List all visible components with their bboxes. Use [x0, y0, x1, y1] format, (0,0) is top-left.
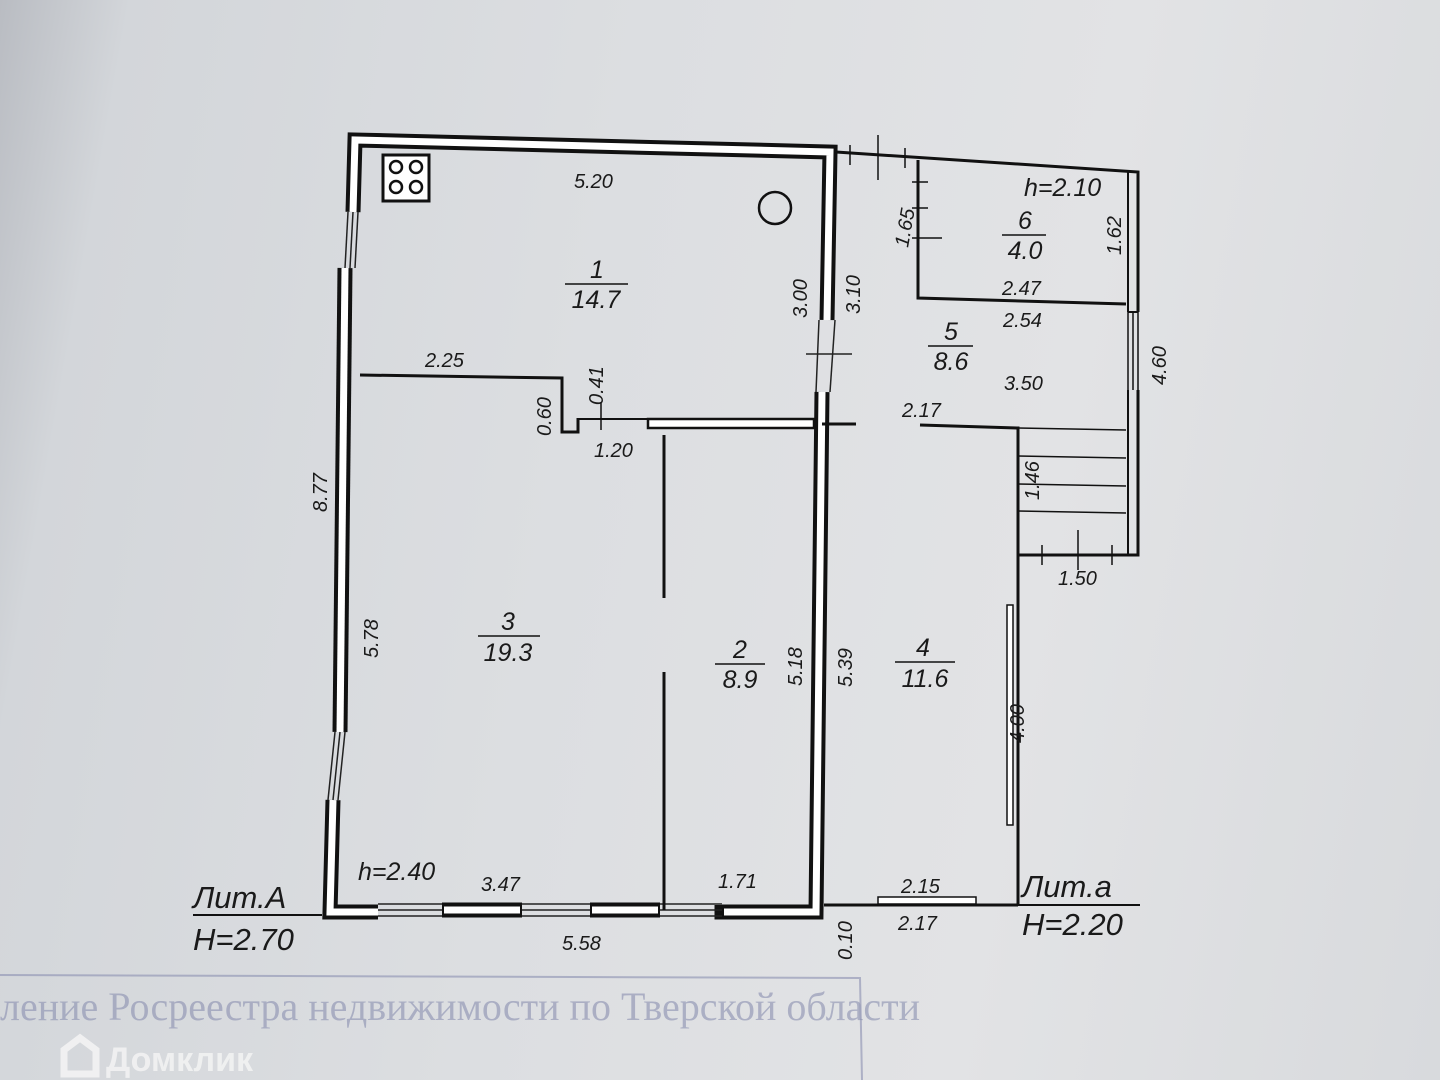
dim-label: 0.41 — [586, 366, 608, 405]
room-number: 5 — [944, 318, 958, 346]
dim-label: 1.65 — [891, 206, 920, 249]
dim-label: 0.10 — [835, 921, 857, 960]
dim-label: 1.46 — [1022, 460, 1044, 500]
dim-label: 5.39 — [835, 648, 857, 687]
dim-label: 2.54 — [1002, 310, 1042, 332]
room-2: 28.9 — [715, 636, 765, 694]
literal-extension: Лит.а H=2.20 — [1018, 869, 1140, 942]
domclick-logo-icon — [60, 1033, 100, 1078]
room-area: 19.3 — [484, 639, 533, 667]
dim-label: 4.00 — [1007, 704, 1029, 743]
dim-label: 5.18 — [785, 647, 807, 686]
interior-partitions — [359, 373, 856, 910]
dim-label: 8.77 — [310, 472, 332, 512]
literal-label: Лит.А — [191, 880, 286, 915]
domclick-watermark: Домклик — [60, 1033, 254, 1079]
dim-label: 2.47 — [1001, 278, 1042, 300]
dim-label: 5.58 — [562, 933, 601, 955]
dim-label: 2.15 — [900, 876, 941, 898]
room-area: 4.0 — [1008, 237, 1043, 265]
room-5: 58.6 — [928, 318, 973, 376]
room-4: 411.6 — [895, 634, 955, 693]
literal-height: H=2.70 — [193, 922, 294, 957]
room-area: 8.9 — [723, 666, 758, 694]
dim-label: 2.17 — [901, 400, 942, 422]
room-number: 1 — [590, 256, 604, 284]
dim-label: 4.60 — [1149, 346, 1171, 385]
room-area: 11.6 — [902, 665, 949, 693]
dim-label: 3.00 — [790, 279, 812, 318]
height-label: h=2.10 — [1024, 174, 1101, 202]
room-number: 4 — [916, 634, 930, 662]
room-area: 14.7 — [572, 286, 622, 314]
extension-walls — [824, 135, 1140, 907]
literal-label: Лит.а — [1020, 869, 1112, 904]
dim-label: 2.25 — [424, 350, 465, 372]
literal-height: H=2.20 — [1022, 907, 1123, 942]
dim-label: 1.20 — [594, 440, 633, 462]
room-number: 2 — [732, 636, 747, 664]
official-stamp: ление Росреестра недвижимости по Тверско… — [0, 974, 920, 1080]
stove-icon — [381, 153, 431, 203]
dim-label: 5.78 — [361, 619, 383, 658]
height-label: h=2.40 — [358, 858, 435, 886]
sink-icon — [757, 190, 793, 226]
room-area: 8.6 — [934, 348, 969, 376]
room-number: 6 — [1018, 207, 1032, 235]
room-number: 3 — [501, 608, 515, 636]
stamp-text: ление Росреестра недвижимости по Тверско… — [0, 984, 920, 1029]
dim-label: 3.50 — [1004, 373, 1043, 395]
literal-main: Лит.А H=2.70 — [191, 880, 322, 957]
room-6: 64.0 — [1002, 207, 1046, 265]
dim-label: 1.50 — [1058, 568, 1097, 590]
dim-label: 1.71 — [718, 871, 757, 893]
main-walls — [322, 132, 852, 920]
dim-label: 3.10 — [843, 275, 865, 314]
dimension-labels: 5.20 2.25 1.20 3.47 1.71 5.58 2.15 2.17 … — [310, 171, 1171, 960]
room-1: 114.7 — [565, 256, 628, 314]
dim-label: 2.17 — [897, 913, 938, 935]
dim-label: 5.20 — [574, 171, 613, 193]
dim-label: 0.60 — [534, 397, 556, 436]
room-3: 319.3 — [478, 608, 540, 667]
watermark-text: Домклик — [106, 1041, 254, 1079]
dim-label: 1.62 — [1104, 216, 1126, 255]
dim-label: 3.47 — [481, 874, 521, 896]
